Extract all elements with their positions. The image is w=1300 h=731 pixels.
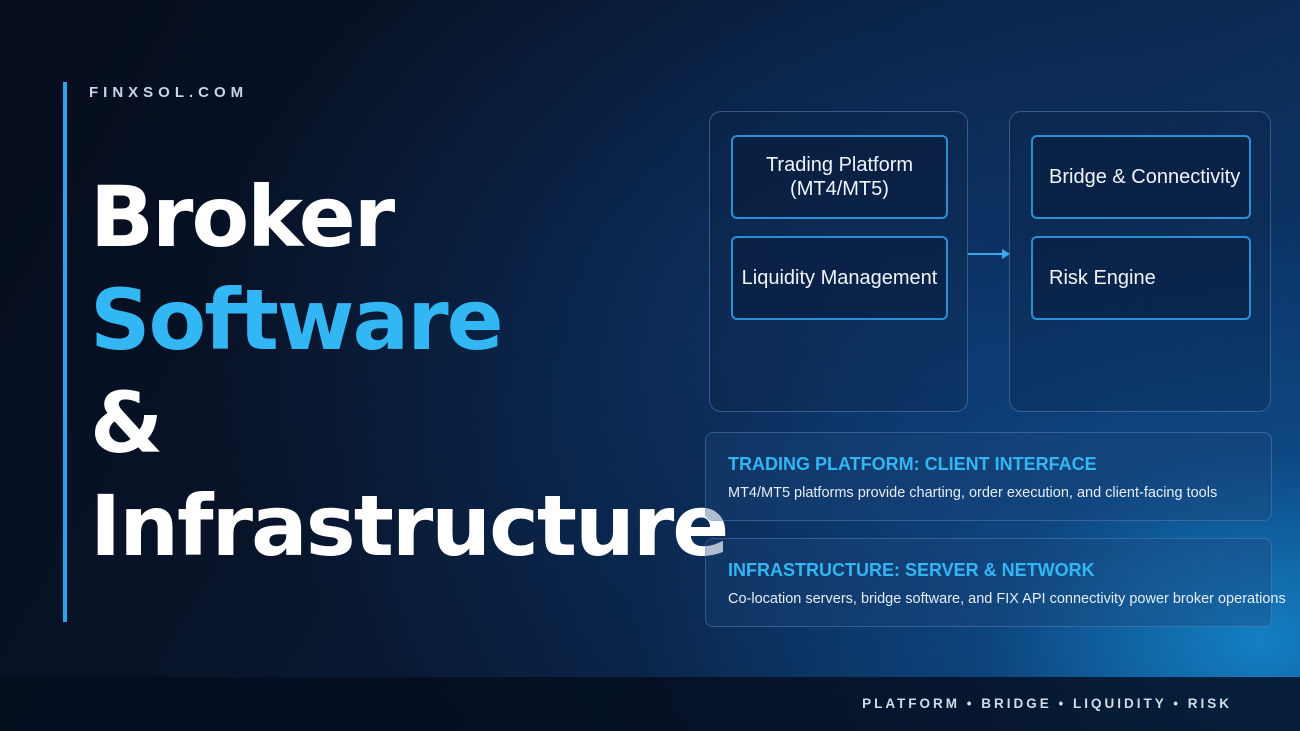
node-bridge-connectivity: Bridge & Connectivity	[1031, 135, 1251, 219]
headline-line-1: Broker	[90, 168, 395, 266]
arrow-right-icon	[968, 249, 1010, 259]
card-title: TRADING PLATFORM: CLIENT INTERFACE	[728, 454, 1097, 474]
headline-line-3: &	[90, 374, 163, 472]
node-trading-platform: Trading Platform (MT4/MT5)	[731, 135, 948, 219]
card-description: MT4/MT5 platforms provide charting, orde…	[728, 485, 1218, 501]
footer-tags: PLATFORM • BRIDGE • LIQUIDITY • RISK	[862, 696, 1232, 711]
footer-bar: PLATFORM • BRIDGE • LIQUIDITY • RISK	[0, 677, 1300, 731]
brand-label: FINXSOL.COM	[89, 84, 249, 101]
node-label: Risk Engine	[1049, 267, 1156, 289]
info-card-infrastructure: INFRASTRUCTURE: SERVER & NETWORK Co-loca…	[705, 538, 1286, 627]
node-label: Liquidity Management	[741, 267, 938, 289]
node-liquidity-management: Liquidity Management	[731, 236, 948, 320]
node-label: Trading Platform (MT4/MT5)	[765, 154, 914, 200]
node-risk-engine: Risk Engine	[1031, 236, 1251, 320]
info-card-trading-platform: TRADING PLATFORM: CLIENT INTERFACE MT4/M…	[705, 432, 1272, 521]
headline-line-2: Software	[90, 271, 504, 369]
headline-line-4: Infrastructure	[90, 477, 729, 575]
card-description: Co-location servers, bridge software, an…	[728, 591, 1286, 607]
accent-bar	[63, 82, 67, 622]
headline: Broker Software & Infrastructure	[90, 166, 729, 578]
card-title: INFRASTRUCTURE: SERVER & NETWORK	[728, 560, 1095, 580]
node-label: Bridge & Connectivity	[1049, 166, 1241, 188]
